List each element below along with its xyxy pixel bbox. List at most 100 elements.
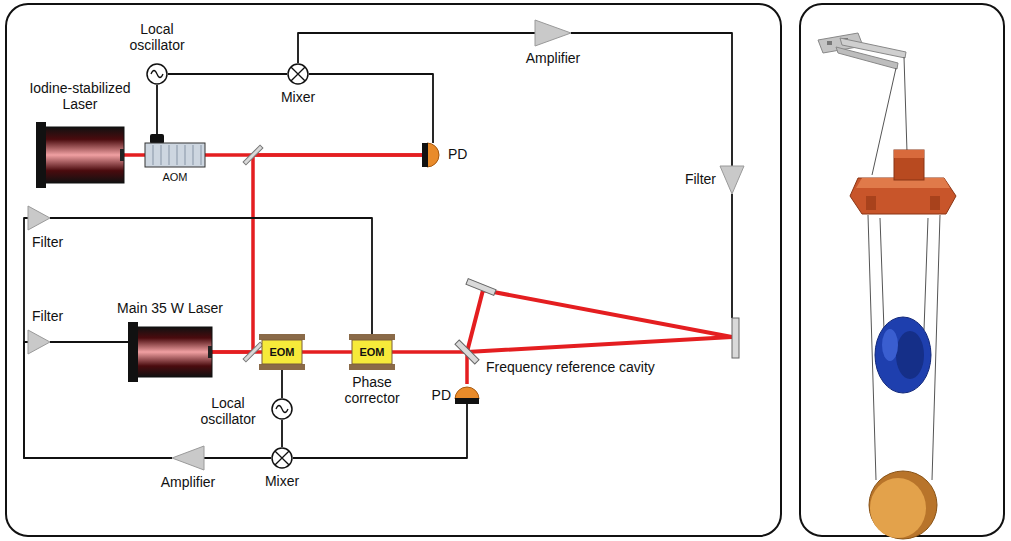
sine-wave xyxy=(276,406,288,413)
triangle-symbol xyxy=(28,330,50,354)
aom-ridge xyxy=(177,145,178,165)
ring-mass-bore xyxy=(896,331,924,379)
circle-outline xyxy=(147,64,167,84)
aom-ridge xyxy=(153,145,154,165)
laser-source-shape xyxy=(128,322,212,382)
laser-body xyxy=(44,127,124,183)
oscillator-symbol: Local oscillator xyxy=(146,63,168,85)
control-wire xyxy=(731,194,733,318)
mixer-cross xyxy=(291,67,305,81)
panel-border xyxy=(6,4,781,536)
amplifier-symbol-shape xyxy=(172,446,204,470)
test-mass xyxy=(869,471,937,539)
component-label: Filter xyxy=(32,234,82,250)
cavity-label: Frequency reference cavity xyxy=(486,359,655,375)
aom-ridge xyxy=(169,145,170,165)
amplifier-symbol-shape xyxy=(535,20,571,46)
panel-border xyxy=(800,4,1004,536)
modulator-box-shape xyxy=(145,143,205,167)
laser-beam xyxy=(124,153,145,157)
suspension-wire xyxy=(872,68,896,175)
component-label: Local oscillator xyxy=(113,21,201,53)
ring-mass-shine xyxy=(882,329,898,361)
circle-outline xyxy=(288,64,308,84)
suspension-wire xyxy=(880,218,884,330)
filter-symbol-shape xyxy=(28,206,50,230)
upper-mass-clamp xyxy=(866,196,876,210)
signal-wire xyxy=(281,420,283,447)
suspension-bolt xyxy=(827,41,832,45)
component-label: Filter xyxy=(32,308,82,324)
laser-source: Iodine-stabilized Laser xyxy=(36,122,124,188)
oscillator-symbol: Local oscillator xyxy=(271,398,293,420)
circle-outline xyxy=(272,448,292,468)
component-label: Phase corrector xyxy=(327,374,417,406)
suspension-wire xyxy=(868,215,876,480)
eom-crystal xyxy=(262,340,302,364)
laser-aperture xyxy=(120,149,124,161)
mixer-symbol: Mixer xyxy=(271,447,293,469)
detector-dome xyxy=(427,143,439,167)
laser-beam xyxy=(212,155,422,352)
component-label: PD xyxy=(448,146,478,162)
laser-source: Main 35 W Laser xyxy=(128,322,212,382)
aom-ridge xyxy=(161,145,162,165)
beam-splitter xyxy=(243,145,263,165)
component-label: Amplifier xyxy=(148,474,228,490)
photodetector: PD xyxy=(455,384,479,404)
triangle-symbol xyxy=(720,166,744,194)
laser-beam xyxy=(302,350,352,354)
modulator-box: EOMPhase corrector xyxy=(352,340,392,364)
suspension-wire xyxy=(924,218,928,330)
cavity-mirror xyxy=(466,279,496,296)
laser-endcap xyxy=(36,122,46,188)
modulator-box: AOM xyxy=(145,143,205,167)
ring-mass xyxy=(875,317,931,393)
mixer-cross xyxy=(275,451,289,465)
signal-wire xyxy=(293,404,467,458)
laser-endcap xyxy=(128,322,138,382)
filter-symbol-shape xyxy=(720,166,744,194)
oscillator-symbol-shape xyxy=(146,63,168,85)
component-label: Main 35 W Laser xyxy=(108,300,232,316)
upper-mass-block xyxy=(894,150,924,180)
box-label: EOM xyxy=(269,346,294,359)
detector-dome xyxy=(455,387,479,399)
eom-electrode xyxy=(349,334,395,340)
cavity-mirror xyxy=(455,340,479,364)
component-label: Mixer xyxy=(268,89,328,105)
filter-symbol: Filter xyxy=(28,330,50,354)
laser-beam xyxy=(392,352,467,384)
detector-base xyxy=(422,143,428,167)
eom-electrode xyxy=(259,364,305,370)
component-label: Mixer xyxy=(252,473,312,489)
mixer-symbol: Mixer xyxy=(287,63,309,85)
eom-crystal xyxy=(352,340,392,364)
circle-outline xyxy=(272,399,292,419)
amplifier-symbol: Amplifier xyxy=(535,20,571,46)
photodetector-shape xyxy=(422,143,444,167)
laser-body xyxy=(136,327,212,377)
box-label: EOM xyxy=(359,346,384,359)
sine-wave xyxy=(151,71,163,78)
upper-mass-clamp xyxy=(930,196,940,210)
eom-electrode xyxy=(349,364,395,370)
component-label: AOM xyxy=(145,170,205,184)
cavity-beam xyxy=(467,290,732,352)
upper-mass xyxy=(850,178,956,214)
amplifier-symbol: Amplifier xyxy=(172,446,204,470)
laser-source-shape xyxy=(36,122,124,188)
component-label: Iodine-stabilized Laser xyxy=(18,80,142,112)
photodetector-shape xyxy=(455,384,479,404)
aom-body xyxy=(145,143,205,167)
signal-wire xyxy=(571,33,732,166)
cavity-mirror xyxy=(732,318,739,358)
test-mass-face xyxy=(870,478,926,538)
component-label: PD xyxy=(421,387,451,403)
photodetector: PD xyxy=(422,143,444,167)
aom-ridge xyxy=(185,145,186,165)
component-label: Filter xyxy=(668,171,716,187)
filter-symbol: Filter xyxy=(720,166,744,194)
component-label: Local oscillator xyxy=(191,395,265,427)
